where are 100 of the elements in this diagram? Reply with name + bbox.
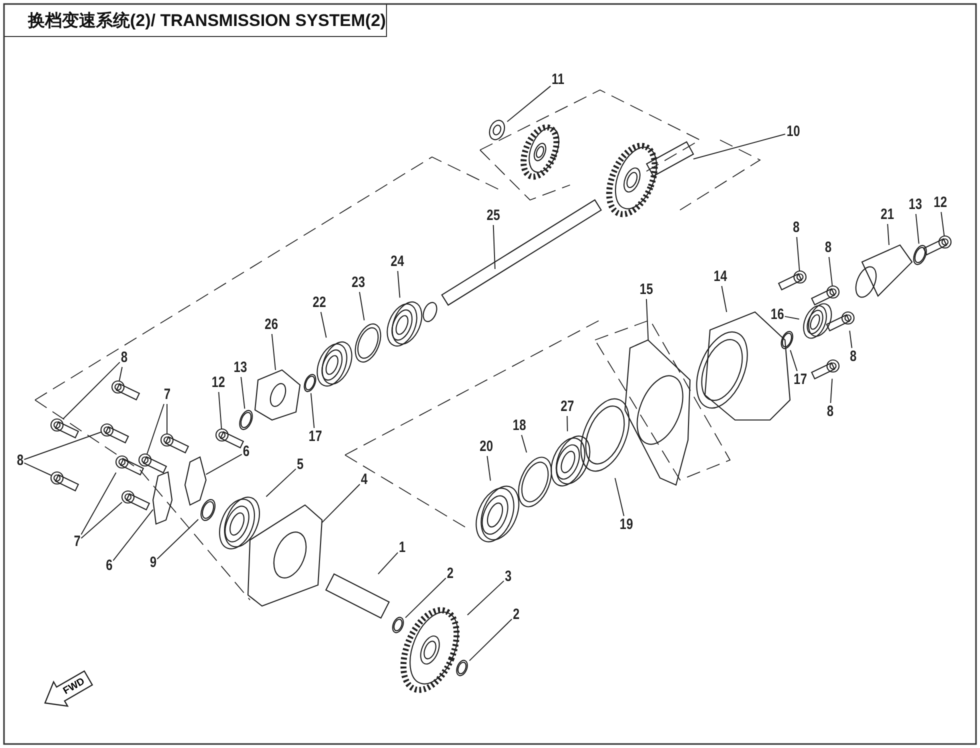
- spur-gear: [400, 607, 460, 693]
- leader-line: [887, 224, 890, 246]
- callout-number: 6: [242, 444, 250, 460]
- bolt: [121, 490, 150, 510]
- leader-line: [566, 416, 568, 432]
- lock-plate: [152, 471, 173, 525]
- leader-line: [614, 478, 624, 516]
- oil-seal: [316, 341, 352, 387]
- callout-number: 24: [390, 254, 404, 270]
- bolt: [922, 235, 952, 256]
- leader-line: [468, 618, 512, 662]
- lock-plate: [184, 456, 207, 506]
- callout-number: 23: [351, 275, 365, 291]
- shaft: [441, 199, 602, 306]
- o-ring: [304, 374, 316, 392]
- splined-shaft: [325, 573, 390, 619]
- bolt: [215, 428, 244, 448]
- leader-line: [721, 286, 728, 312]
- callout-number: 27: [560, 399, 574, 415]
- bolt: [138, 453, 168, 474]
- leader-line: [486, 456, 491, 482]
- leader-line: [784, 316, 800, 320]
- callout-number: 18: [512, 418, 526, 434]
- leader-line: [322, 484, 360, 524]
- leader-line: [80, 502, 122, 539]
- callout-number: 1: [398, 540, 406, 556]
- sleeve: [855, 244, 913, 298]
- bolt: [826, 311, 855, 332]
- callout-number: 8: [824, 240, 832, 256]
- gasket: [624, 339, 691, 486]
- callout-number: 3: [504, 569, 512, 585]
- leader-line: [359, 292, 365, 321]
- leader-line: [156, 518, 199, 560]
- housing: [247, 504, 323, 607]
- circlip: [392, 616, 404, 634]
- leader-line: [24, 462, 52, 476]
- callout-number: 26: [264, 317, 278, 333]
- bolt: [810, 285, 840, 306]
- o-ring: [580, 398, 630, 472]
- leader-line: [80, 472, 116, 536]
- bolt: [111, 380, 140, 400]
- callout-number: 2: [512, 607, 520, 623]
- leader-line: [206, 454, 242, 475]
- direction-label: FWD: [61, 676, 87, 698]
- oil-seal: [803, 303, 832, 339]
- leader-line: [521, 434, 528, 454]
- bearing: [386, 301, 422, 347]
- callout-number: 17: [793, 372, 807, 388]
- callout-number: 7: [74, 534, 80, 550]
- callout-number: 8: [16, 453, 24, 469]
- callout-number: 2: [446, 566, 454, 582]
- leader-line: [830, 378, 833, 404]
- callout-number: 19: [619, 517, 633, 533]
- callout-number: 21: [880, 207, 894, 223]
- callout-number: 17: [308, 429, 322, 445]
- leader-line: [790, 350, 798, 372]
- leader-line: [849, 330, 852, 348]
- nut: [488, 120, 506, 140]
- callout-number: 15: [639, 282, 653, 298]
- bolt: [100, 423, 130, 444]
- leader-line: [112, 509, 154, 562]
- leader-line: [397, 270, 400, 298]
- leader-line: [320, 312, 327, 338]
- callout-number: 20: [479, 439, 493, 455]
- leader-line: [166, 404, 168, 434]
- washer: [239, 410, 253, 430]
- thrust-ring: [354, 323, 382, 363]
- callout-number: 7: [164, 387, 170, 403]
- leader-line: [692, 134, 786, 160]
- leader-line: [266, 468, 296, 498]
- leader-line: [828, 256, 833, 286]
- leader-line: [118, 366, 123, 382]
- callout-number: 10: [786, 124, 800, 140]
- bearing: [550, 436, 590, 486]
- leader-line: [378, 552, 398, 574]
- bolt: [115, 455, 144, 476]
- leader-line: [218, 392, 222, 430]
- bolt: [160, 433, 190, 454]
- callout-number: 4: [360, 472, 368, 488]
- bolt: [778, 270, 807, 290]
- leader-line: [310, 392, 315, 428]
- washer: [913, 244, 927, 266]
- bearing: [219, 496, 260, 550]
- bearing: [476, 486, 520, 542]
- bolt: [50, 471, 80, 492]
- callout-number: 12: [211, 375, 225, 391]
- callout-number: 11: [552, 72, 564, 88]
- leader-line: [492, 224, 496, 270]
- callout-number: 13: [233, 360, 247, 376]
- callout-number: 22: [312, 295, 326, 311]
- leader-line: [146, 404, 164, 454]
- o-ring: [780, 330, 794, 350]
- callout-number: 6: [106, 558, 112, 574]
- flange: [254, 369, 301, 421]
- callout-number: 16: [770, 307, 784, 323]
- callout-number: 5: [296, 457, 304, 473]
- leader-line: [62, 362, 120, 420]
- leader-line: [506, 86, 552, 122]
- leader-line: [404, 578, 446, 618]
- leader-line: [796, 236, 800, 272]
